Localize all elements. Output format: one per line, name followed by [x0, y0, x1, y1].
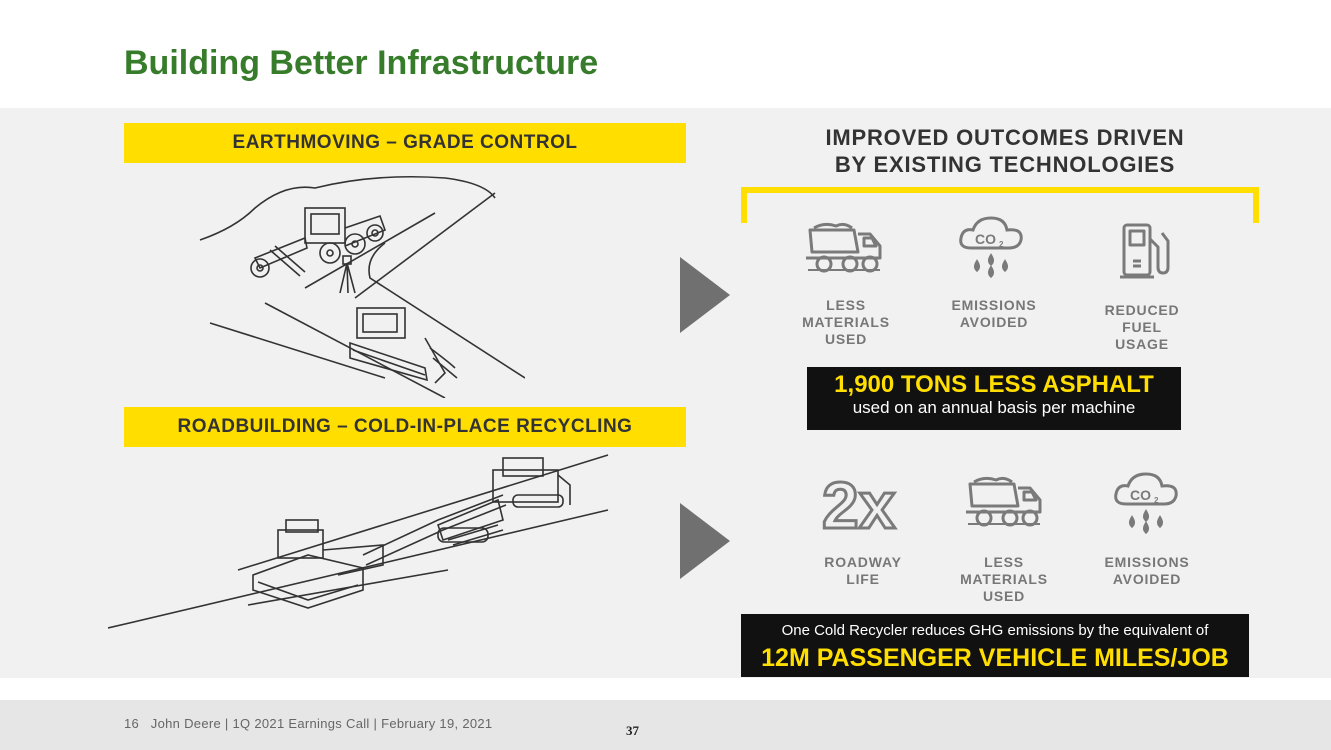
- svg-text:2: 2: [1154, 496, 1159, 505]
- ghg-stat-value: 12M PASSENGER VEHICLE MILES/JOB: [761, 644, 1229, 672]
- ghg-stat-box: One Cold Recycler reduces GHG emissions …: [741, 614, 1249, 677]
- top-item-label-emissions: EMISSIONS AVOIDED: [951, 297, 1037, 330]
- dump-truck-icon: [966, 476, 1042, 527]
- yellow-bracket: [741, 187, 1259, 223]
- asphalt-stat-box: 1,900 TONS LESS ASPHALT used on an annua…: [807, 367, 1181, 430]
- 2x-icon: 2x: [821, 470, 898, 534]
- top-item-label-materials: LESS MATERIALS USED: [802, 297, 890, 347]
- co2-cloud-icon: CO 2: [959, 216, 1023, 278]
- asphalt-stat-caption: used on an annual basis per machine: [852, 398, 1136, 417]
- outcomes-heading: IMPROVED OUTCOMES DRIVEN BY EXISTING TEC…: [825, 125, 1185, 177]
- asphalt-stat-value: 1,900 TONS LESS ASPHALT: [834, 371, 1154, 398]
- svg-text:CO: CO: [975, 231, 996, 247]
- svg-text:2x: 2x: [822, 470, 896, 534]
- svg-text:2: 2: [999, 240, 1004, 249]
- earthmoving-banner: EARTHMOVING – GRADE CONTROL: [124, 123, 686, 163]
- top-item-label-fuel: REDUCED FUEL USAGE: [1104, 302, 1180, 352]
- bottom-item-label-materials: LESS MATERIALS USED: [960, 554, 1048, 604]
- dump-truck-icon: [806, 222, 882, 273]
- footer-bar: [0, 700, 1331, 750]
- roadbuilding-illustration: [108, 454, 609, 629]
- roadbuilding-banner: ROADBUILDING – COLD-IN-PLACE RECYCLING: [124, 407, 686, 447]
- ghg-stat-caption: One Cold Recycler reduces GHG emissions …: [781, 622, 1209, 639]
- footer-text: 16 John Deere | 1Q 2021 Earnings Call | …: [124, 716, 493, 731]
- bottom-item-label-emissions: EMISSIONS AVOIDED: [1104, 554, 1190, 587]
- arrow-right-icon: [680, 257, 730, 333]
- co2-cloud-icon: CO 2: [1114, 472, 1178, 534]
- arrow-right-icon: [680, 503, 730, 579]
- svg-text:CO: CO: [1130, 487, 1151, 503]
- bottom-item-label-roadway: ROADWAY LIFE: [824, 554, 902, 587]
- page-number: 37: [626, 723, 639, 738]
- earthmoving-illustration: [199, 175, 525, 398]
- fuel-pump-icon: [1120, 223, 1170, 279]
- page-title: Building Better Infrastructure: [124, 44, 599, 82]
